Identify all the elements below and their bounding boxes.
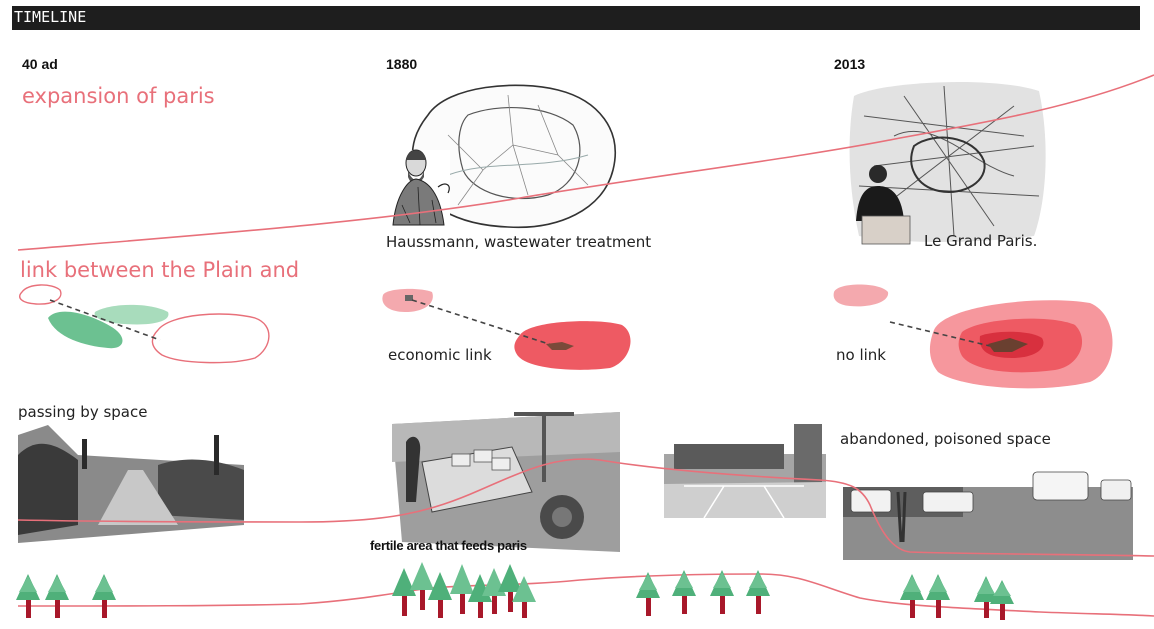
hand-icon-2013 bbox=[988, 338, 1028, 352]
tree-icon bbox=[990, 580, 1014, 620]
caption-economic-link: economic link bbox=[388, 346, 492, 364]
tree-icon bbox=[428, 572, 452, 618]
hand-icon-1880 bbox=[546, 342, 574, 350]
paris-blob-outline bbox=[151, 313, 270, 364]
tree-icon bbox=[16, 574, 40, 618]
caption-fertile: fertile area that feeds paris bbox=[370, 538, 527, 553]
link-dash-1880 bbox=[411, 299, 553, 346]
tree-line bbox=[17, 573, 1154, 617]
plain-blob-2013 bbox=[833, 284, 889, 307]
speaker-silhouette bbox=[856, 165, 911, 245]
caption-passing: passing by space bbox=[18, 403, 148, 421]
year-40ad: 40 ad bbox=[22, 56, 58, 72]
tree-icon bbox=[512, 576, 536, 618]
link-title: link between the Plain and bbox=[20, 258, 300, 282]
caption-haussmann: Haussmann, wastewater treatment bbox=[386, 233, 652, 251]
page-title: TIMELINE bbox=[14, 8, 87, 26]
green-blob-small bbox=[94, 304, 169, 325]
caravan-camp-photo bbox=[843, 462, 1133, 560]
grand-paris-map bbox=[849, 81, 1046, 245]
expansion-title: expansion of paris bbox=[22, 84, 215, 108]
tree-icon bbox=[900, 574, 924, 618]
haussmann-map bbox=[390, 84, 616, 229]
tree-icon bbox=[746, 570, 770, 614]
no-link-dash-2013 bbox=[889, 321, 991, 347]
link-dash-40ad bbox=[49, 299, 161, 341]
tree-icon bbox=[45, 574, 69, 618]
plain-marker-1880 bbox=[405, 295, 413, 301]
tree-icon bbox=[450, 564, 474, 614]
caption-grand-paris: Le Grand Paris. bbox=[924, 232, 1038, 250]
plain-blob-outline-small bbox=[19, 284, 62, 305]
expansion-line bbox=[17, 74, 1154, 251]
tree-icon bbox=[410, 562, 434, 610]
tree-icon bbox=[974, 576, 998, 618]
street-photo bbox=[664, 424, 826, 518]
ancient-road-photo bbox=[18, 425, 244, 543]
header-bar: TIMELINE bbox=[12, 6, 1140, 30]
tree-icon bbox=[92, 574, 116, 618]
landscape-line bbox=[17, 458, 1154, 557]
tree-row bbox=[16, 562, 1014, 620]
tree-icon bbox=[926, 574, 950, 618]
haussmann-portrait bbox=[390, 149, 450, 226]
paris-blob-1880 bbox=[514, 321, 631, 370]
year-1880: 1880 bbox=[386, 56, 418, 72]
tree-icon bbox=[636, 572, 660, 616]
caption-no-link: no link bbox=[836, 346, 886, 364]
green-blob-large bbox=[48, 311, 123, 349]
tree-icon bbox=[710, 570, 734, 614]
tree-icon bbox=[392, 568, 416, 616]
harvest-photo bbox=[392, 412, 620, 552]
tree-icon bbox=[498, 564, 522, 612]
year-2013: 2013 bbox=[834, 56, 866, 72]
caption-abandoned: abandoned, poisoned space bbox=[840, 430, 1051, 448]
tree-icon bbox=[672, 570, 696, 614]
